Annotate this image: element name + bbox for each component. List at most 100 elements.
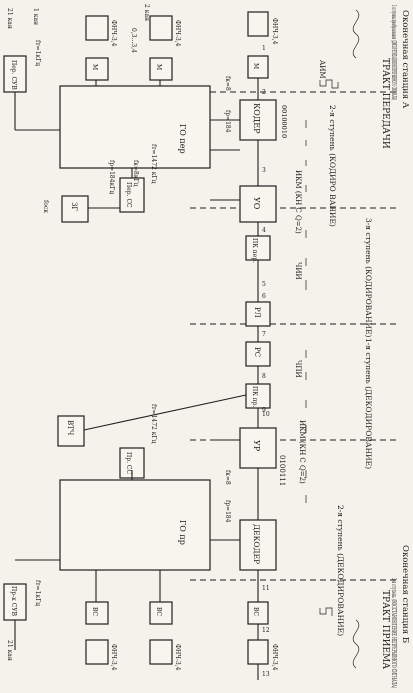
vtch-label: ВТЧ <box>66 420 74 436</box>
chii-label: ЧИИ <box>294 262 302 280</box>
f-1-rx: fт=1кГц <box>34 580 41 606</box>
fnch-rx-ch3 <box>85 639 109 665</box>
rx-channel-filters: ВС ФНЧ-3,4 ВС ФНЧ-3,4 <box>85 601 181 671</box>
fnch-rx-ch3-label: ФНЧ-3,4 <box>110 644 117 671</box>
f-osk-label: fоск <box>42 200 49 213</box>
ch21-rx-label: 21 кан <box>6 640 13 661</box>
header-bottom: 1-я ступень (ДЕКОДИРОВАНИЕ) ИКМ (КН С Q=… <box>278 338 410 688</box>
node-7: 7 <box>262 331 266 338</box>
stage3-tx-label: 3-я ступень (КОДИРОВАНИЕ) <box>364 218 373 338</box>
vs-rx-ch1 <box>247 601 269 625</box>
coder-label: КОДЕР <box>252 103 261 134</box>
zg-label: ЗГ <box>70 202 78 211</box>
rl-label: РЛ <box>253 307 261 318</box>
tract-rx-label: ТРАКТ ПРИЕМА <box>380 590 390 669</box>
pk-rx-label: ПК пр. <box>251 386 258 408</box>
node-numbers: 1 2 3 4 5 6 7 8 9 10 11 12 13 <box>262 45 270 678</box>
node-3: 3 <box>262 167 266 174</box>
f-184-tx: fр=184 <box>224 110 231 133</box>
vs-rx-ch1-label: ВС <box>252 607 259 616</box>
node-4: 4 <box>262 227 266 234</box>
node-8: 8 <box>262 373 266 380</box>
f-1-tx: fт=1кГц <box>34 40 41 66</box>
stage1-rx-label: 1-я ступень (ДЕКОДИРОВАНИЕ) <box>364 338 373 469</box>
band-tx-label: 0,3...3,4 <box>130 28 137 53</box>
vs-rx-ch3 <box>85 601 109 625</box>
uo-label: УО <box>252 197 261 210</box>
rs-block <box>245 341 271 367</box>
node-1: 1 <box>262 45 266 52</box>
node-2: 2 <box>262 89 266 96</box>
fnch-rx-ch1-label: ФНЧ-3,4 <box>271 644 278 671</box>
m-tx-ch1-label: М <box>252 63 259 69</box>
stage2-rx-label: 2-я ступень (ДЕКОДИРОВАНИЕ) <box>336 505 345 636</box>
decoder-block <box>239 519 277 571</box>
fnch-tx-ch3 <box>85 15 109 41</box>
node-10: 10 <box>262 411 270 418</box>
node-11: 11 <box>262 585 270 592</box>
f-8-rx: fк=8 <box>224 470 231 485</box>
node-6: 6 <box>262 293 266 300</box>
fnch-rx-ch2-label: ФНЧ-3,4 <box>174 644 181 671</box>
pk-rx-block <box>245 383 271 409</box>
generator-rx: ГО пр Пр. СС ВТЧ <box>57 415 211 571</box>
vs-rx-ch2-label: ВС <box>155 607 162 616</box>
tx-channel-filters: ФНЧ-3,4 М ФНЧ-3,4 М 2 кан 0,3...3,4 <box>85 4 181 81</box>
pr-ss-block <box>119 447 145 479</box>
tx-chain: ФНЧ-3,4 М КОДЕР 00100010 УО ПК пер. РЛ <box>239 11 288 327</box>
fnch-rx-ch2 <box>149 639 173 665</box>
ur-label: УР <box>252 440 261 452</box>
per-suv-label: Пер. СУВ <box>10 60 17 90</box>
code-tx-label: 00100010 <box>280 105 288 138</box>
go-rx-block <box>59 479 211 571</box>
fnch-tx-ch3-label: ФНЧ-3,4 <box>110 20 117 47</box>
m-tx-ch3-label: М <box>91 64 98 70</box>
ur-block <box>239 427 277 469</box>
go-tx-block <box>59 85 211 169</box>
ch21-tx-label: 21 кан <box>6 8 13 29</box>
decoder-label: ДЕКОДЕР <box>252 524 261 564</box>
fnch-tx-ch1 <box>247 11 269 37</box>
node-9: 9 <box>262 407 266 414</box>
ch2-tx-label: 2 кан <box>143 4 150 21</box>
waveforms <box>305 9 360 669</box>
ikm-rx-label: ИКМ (КН С Q=2) <box>298 420 306 484</box>
stage3-rx-label: 3-я ступень (ВОССТАНОВЛЕНИЕ НЕПРЕРЫВНОГО… <box>390 578 398 688</box>
pr-suv-label: Пр-к СУВ <box>10 586 17 617</box>
f-184-rx: fр=184 <box>224 500 231 523</box>
node-5: 5 <box>262 281 266 288</box>
fnch-tx-ch2 <box>149 15 173 41</box>
rl-block <box>245 301 271 327</box>
f-1472-rx: fт=1472 кГц <box>150 404 157 443</box>
rs-label: РС <box>253 347 261 357</box>
rx-chain: РС ПК пр. УР ДЕКОДЕР ВС ФНЧ-3,4 <box>239 341 278 671</box>
signalling: Пер. СУВ 21 кан 1 кан Пр-к СУВ 21 кан <box>3 8 39 661</box>
node-13: 13 <box>262 671 270 678</box>
stage1-tx-label: 1-я ступень преобразования (ДИСКРЕТИЗАЦИ… <box>390 5 398 100</box>
fnch-tx-ch2-label: ФНЧ-3,4 <box>174 20 181 47</box>
uo-block <box>239 185 277 223</box>
ch1-tx-label: 1 кан <box>32 8 39 25</box>
m-tx-ch2-label: М <box>155 64 162 70</box>
f-8-tx: fк=8 <box>224 76 231 91</box>
m-tx-ch3 <box>85 57 109 81</box>
fnch-rx-ch1 <box>247 639 269 665</box>
m-tx-ch1 <box>247 55 269 79</box>
frequency-labels: fр=184 fк=8 fт=1472 кГц fт=1кГц fр=184кГ… <box>34 40 231 606</box>
per-ss-label: Пер. СС <box>125 182 132 208</box>
f-1472-tx: fт=1472 кГц <box>150 144 157 183</box>
stage2-tx-label: 2-я ступень (КОДИРО ВАНИЕ) <box>328 105 337 227</box>
station-a-label: Оконечная станция А <box>400 10 410 109</box>
f-184k-tx: fр=184кГц <box>108 160 115 194</box>
vs-rx-ch2 <box>149 601 173 625</box>
tract-tx-label: ТРАКТ ПЕРЕДАЧИ <box>380 58 390 149</box>
generator-tx: ГО пер Пер. СС ЗГ fоск <box>42 85 211 223</box>
vtch-block <box>57 415 85 447</box>
pk-tx-label: ПК пер. <box>251 238 258 263</box>
fnch-tx-ch1-label: ФНЧ-3,4 <box>271 18 278 45</box>
m-tx-ch2 <box>149 57 173 81</box>
code-rx-label: 0100111 <box>278 455 286 486</box>
pk-tx-block <box>245 235 271 261</box>
